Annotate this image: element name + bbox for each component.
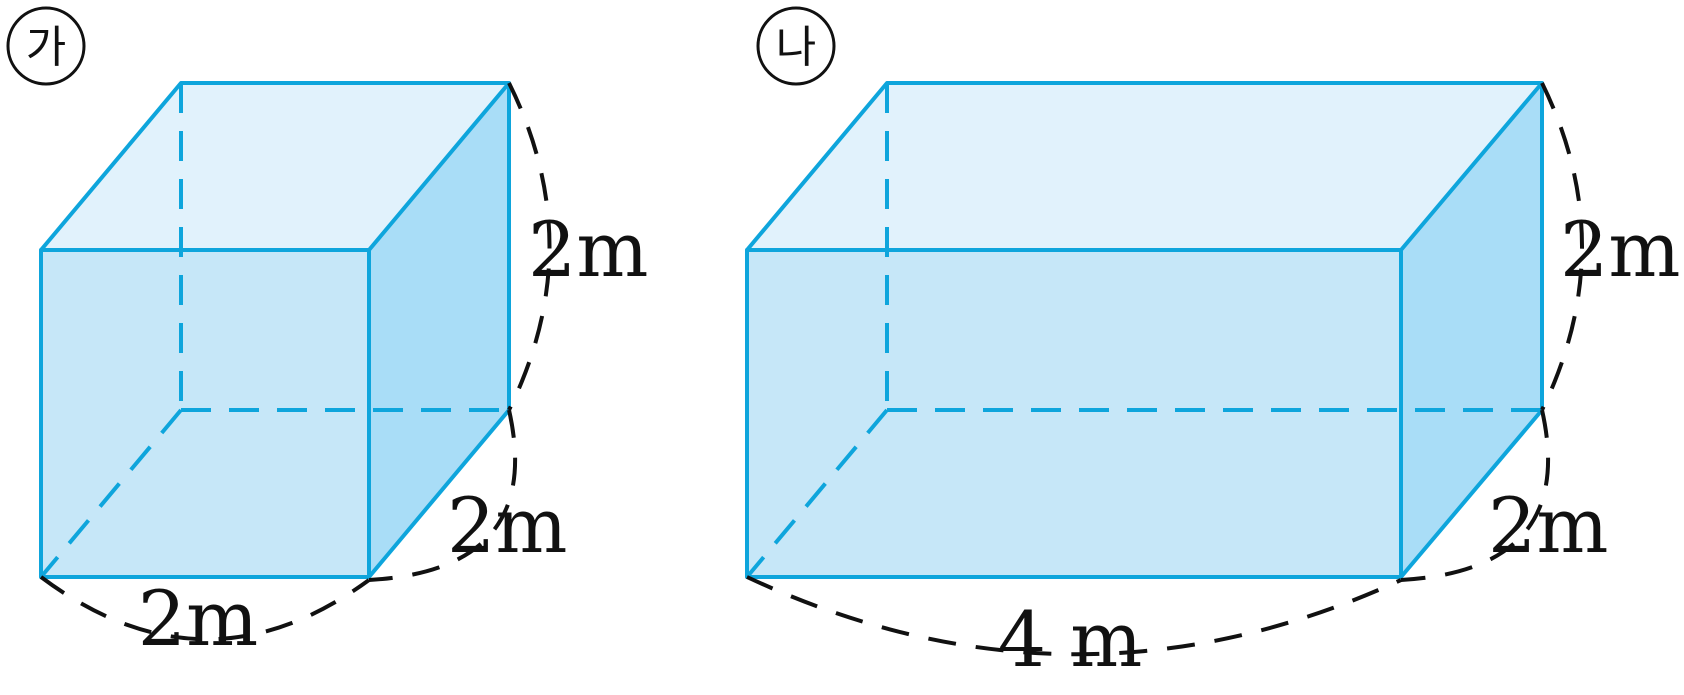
figure-ga-marker-circle — [6, 6, 86, 86]
figure-ga-width-arc — [39, 575, 371, 642]
figure-na-depth-label: 2m — [1488, 481, 1608, 570]
figure-ga-marker: 가 — [26, 22, 66, 73]
figure-na-front-face — [747, 250, 1401, 577]
figure-na-width-arc — [746, 575, 1402, 657]
figure-na-hidden-edges — [745, 83, 1542, 579]
figure-ga-width-label: 2m — [138, 574, 258, 663]
figure-ga-front-face — [41, 250, 369, 577]
figure-na-marker-circle — [756, 6, 836, 86]
figure-na-side-face — [1401, 83, 1542, 577]
figure-ga-side-face — [369, 83, 509, 577]
figure-ga-top-face — [41, 83, 509, 250]
figure-na-height-label: 2m — [1560, 205, 1680, 294]
figure-ga: 가 2m 2m 2m — [6, 6, 648, 663]
figure-na-dimension-arcs — [746, 82, 1584, 657]
figure-ga-depth-label: 2m — [447, 481, 567, 570]
figure-ga-height-label: 2m — [528, 205, 648, 294]
figure-ga-dimension-arcs — [39, 82, 552, 642]
figure-ga-hidden-edges — [39, 83, 509, 579]
figure-na-top-face — [747, 83, 1542, 250]
figure-na-width-label: 4 m — [998, 595, 1143, 684]
figure-na: 나 2m 2m 4 m — [745, 6, 1680, 684]
figure-na-height-arc — [1540, 82, 1584, 411]
figure-na-marker: 나 — [776, 22, 816, 73]
figure-ga-height-arc — [507, 82, 552, 411]
